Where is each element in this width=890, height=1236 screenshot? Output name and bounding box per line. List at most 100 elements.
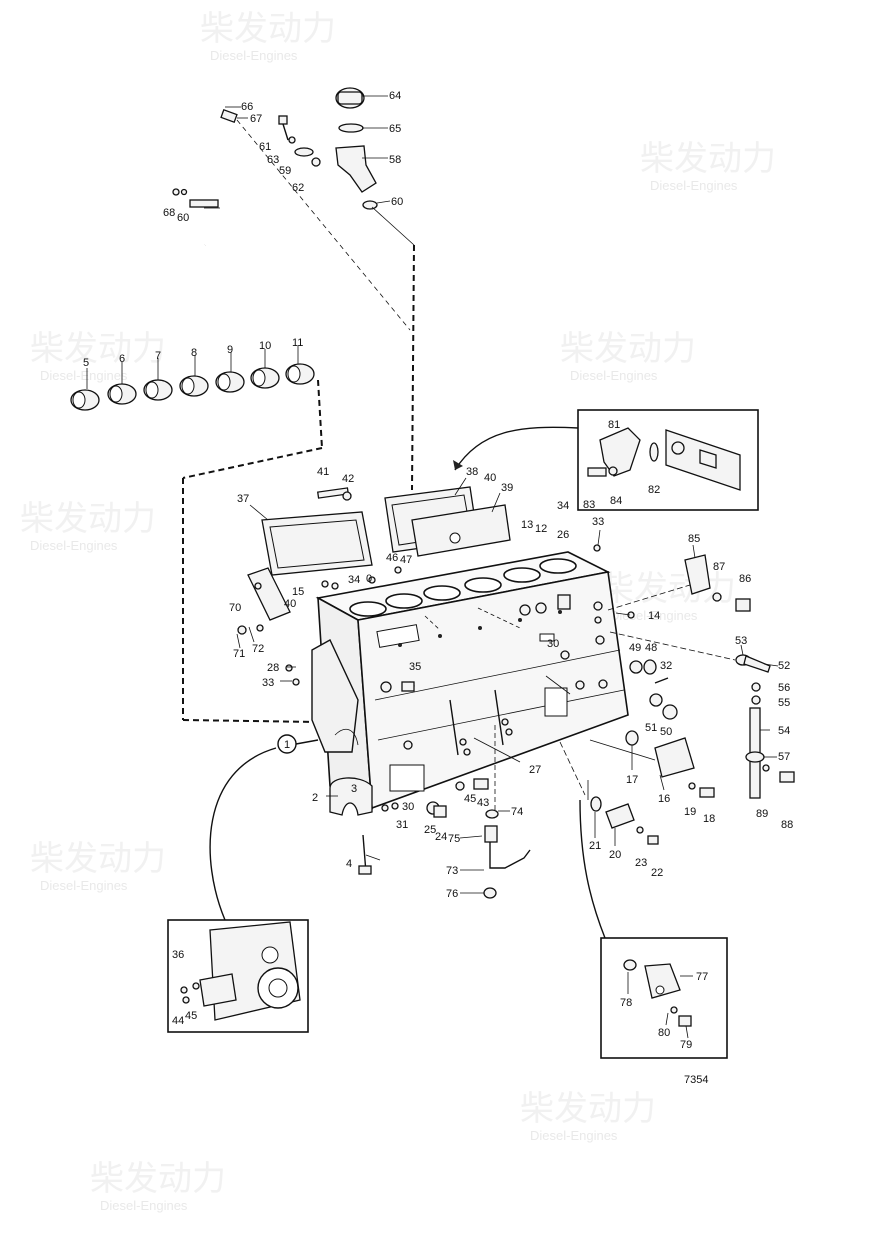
- watermark-text: 柴发动力: [640, 139, 776, 179]
- callout-60: 60: [391, 196, 403, 208]
- callout-50: 50: [660, 726, 672, 738]
- watermark-subtext: Diesel-Engines: [570, 368, 658, 383]
- watermark-subtext: Diesel-Engines: [40, 878, 128, 893]
- callout-21: 21: [589, 840, 601, 852]
- callout-6: 6: [119, 353, 125, 365]
- leader-lines: [86, 95, 779, 1039]
- callout-67: 67: [250, 113, 262, 125]
- watermark-subtext: Diesel-Engines: [210, 48, 298, 63]
- callout-81: 81: [608, 419, 620, 431]
- callout-23: 23: [635, 857, 647, 869]
- callout-57: 57: [778, 751, 790, 763]
- callout-4: 4: [346, 858, 352, 870]
- callout-51: 51: [645, 722, 657, 734]
- callout-0: 0: [366, 573, 372, 585]
- callout-55: 55: [778, 697, 790, 709]
- watermark-text: 柴发动力: [90, 1159, 226, 1199]
- callout-46: 46: [386, 552, 398, 564]
- callout-8: 8: [191, 347, 197, 359]
- callout-31: 31: [396, 819, 408, 831]
- callout-47: 47: [400, 554, 412, 566]
- callout-13: 13: [521, 519, 533, 531]
- callout-64: 64: [389, 90, 401, 102]
- callout-79: 79: [680, 1039, 692, 1051]
- watermark-text: 柴发动力: [600, 569, 736, 609]
- callout-37: 37: [237, 493, 249, 505]
- callout-62: 62: [292, 182, 304, 194]
- callout-10: 10: [259, 340, 271, 352]
- callout-26: 26: [557, 529, 569, 541]
- callout-43: 43: [477, 797, 489, 809]
- watermark-text: 柴发动力: [30, 839, 166, 879]
- watermark-subtext: Diesel-Engines: [40, 368, 128, 383]
- callout-33: 33: [592, 516, 604, 528]
- callout-36: 36: [172, 949, 184, 961]
- callout-83: 83: [583, 499, 595, 511]
- watermark-text: 柴发动力: [560, 329, 696, 369]
- watermark-subtext: Diesel-Engines: [30, 538, 118, 553]
- callout-22: 22: [651, 867, 663, 879]
- callout-34: 34: [557, 500, 569, 512]
- callout-labels: 64 65 58 60 59 62 61 63 66 67 68 60 5 6 …: [83, 90, 793, 1086]
- callout-84: 84: [610, 495, 622, 507]
- callout-2: 2: [312, 792, 318, 804]
- callout-85: 85: [688, 533, 700, 545]
- callout-3: 3: [351, 783, 357, 795]
- breather-hose-group: [170, 102, 238, 247]
- callout-56: 56: [778, 682, 790, 694]
- inset-detail-bottom-right: [579, 799, 728, 1059]
- callout-76: 76: [446, 888, 458, 900]
- callout-88: 88: [781, 819, 793, 831]
- callout-15: 15: [292, 586, 304, 598]
- callout-27: 27: [529, 764, 541, 776]
- callout-45: 45: [464, 793, 476, 805]
- callout-77: 77: [696, 971, 708, 983]
- callout-52: 52: [778, 660, 790, 672]
- callout-54: 54: [778, 725, 790, 737]
- callout-32: 32: [660, 660, 672, 672]
- callout-28: 28: [267, 662, 279, 674]
- inset-detail-top: [453, 409, 759, 511]
- callout-33b: 33: [262, 677, 274, 689]
- callout-42: 42: [342, 473, 354, 485]
- callout-11: 11: [292, 337, 303, 349]
- callout-63: 63: [267, 154, 279, 166]
- callout-1: 1: [284, 739, 290, 751]
- watermark-subtext: Diesel-Engines: [650, 178, 738, 193]
- callout-19: 19: [684, 806, 696, 818]
- callout-40b: 40: [284, 598, 296, 610]
- callout-80: 80: [658, 1027, 670, 1039]
- callout-44: 44: [172, 1015, 184, 1027]
- callout-30b: 30: [402, 801, 414, 813]
- callout-66: 66: [241, 101, 253, 113]
- side-covers: [261, 486, 511, 576]
- callout-45b: 45: [185, 1010, 197, 1022]
- callout-5: 5: [83, 357, 89, 369]
- watermark-text: 柴发动力: [20, 499, 156, 539]
- callout-58: 58: [389, 154, 401, 166]
- watermark-text: 柴发动力: [30, 329, 166, 369]
- drawing-number: 7354: [684, 1074, 708, 1086]
- callout-40: 40: [484, 472, 496, 484]
- callout-12: 12: [535, 523, 547, 535]
- callout-72: 72: [252, 643, 264, 655]
- callout-41: 41: [317, 466, 329, 478]
- callout-68: 68: [163, 207, 175, 219]
- callout-14: 14: [648, 610, 660, 622]
- watermark-text: 柴发动力: [200, 9, 336, 49]
- callout-53: 53: [735, 635, 747, 647]
- callout-70: 70: [229, 602, 241, 614]
- callout-17: 17: [626, 774, 638, 786]
- callout-71: 71: [233, 648, 245, 660]
- callout-38: 38: [466, 466, 478, 478]
- callout-86: 86: [739, 573, 751, 585]
- right-side-parts: [587, 554, 795, 845]
- callout-48: 48: [645, 642, 657, 654]
- watermark-subtext: Diesel-Engines: [530, 1128, 618, 1143]
- callout-59: 59: [279, 165, 291, 177]
- reference-circle-1: [209, 734, 319, 921]
- watermark-text: 柴发动力: [520, 1089, 656, 1129]
- callout-18: 18: [703, 813, 715, 825]
- watermark-layer: 柴发动力 Diesel-Engines 柴发动力 Diesel-Engines …: [20, 9, 776, 1213]
